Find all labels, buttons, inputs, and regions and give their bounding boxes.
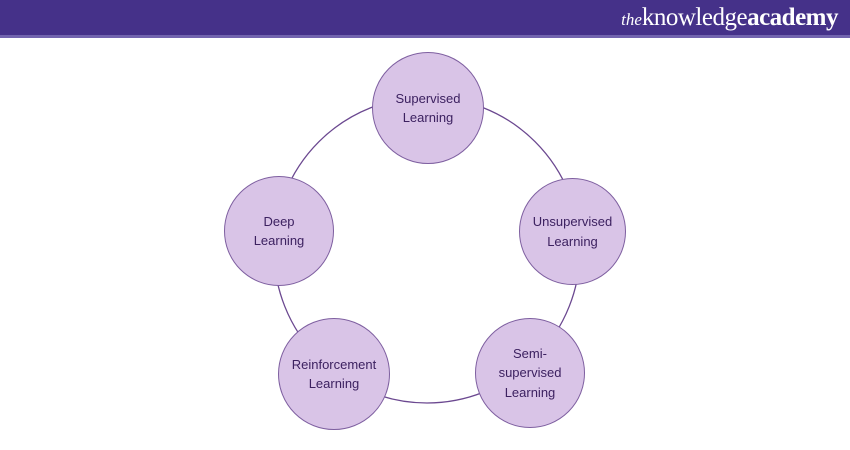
node-label-line: Learning [308, 376, 360, 391]
node-label-line: Reinforcement [291, 356, 377, 372]
node-label-line: Deep [263, 213, 295, 229]
node-label-line: Learning [253, 233, 305, 248]
node-label: Supervised Learning [395, 89, 460, 128]
logo-prefix: the [621, 10, 642, 29]
node-label-line: Supervised [395, 90, 461, 106]
node-deep-learning: Deep Learning [224, 176, 334, 286]
node-label: Reinforcement Learning [292, 355, 377, 394]
node-unsupervised-learning: Unsupervised Learning [519, 178, 626, 285]
node-label: Unsupervised Learning [533, 212, 613, 251]
node-semi-supervised-learning: Semi- supervised Learning [475, 318, 585, 428]
node-label-line: Semi- [513, 345, 547, 361]
node-label: Semi- supervised Learning [499, 344, 562, 403]
node-label-line: supervised [498, 365, 562, 381]
logo-word-knowledge: knowledge [641, 4, 748, 31]
node-label-line: Learning [547, 233, 598, 249]
node-supervised-learning: Supervised Learning [372, 52, 484, 164]
logo-word-academy: academy [747, 4, 838, 31]
node-label-line: Learning [504, 384, 556, 400]
node-label: Deep Learning [254, 212, 305, 251]
node-label-line: Learning [402, 110, 454, 125]
node-reinforcement-learning: Reinforcement Learning [278, 318, 390, 430]
node-label-line: Unsupervised [532, 214, 613, 229]
